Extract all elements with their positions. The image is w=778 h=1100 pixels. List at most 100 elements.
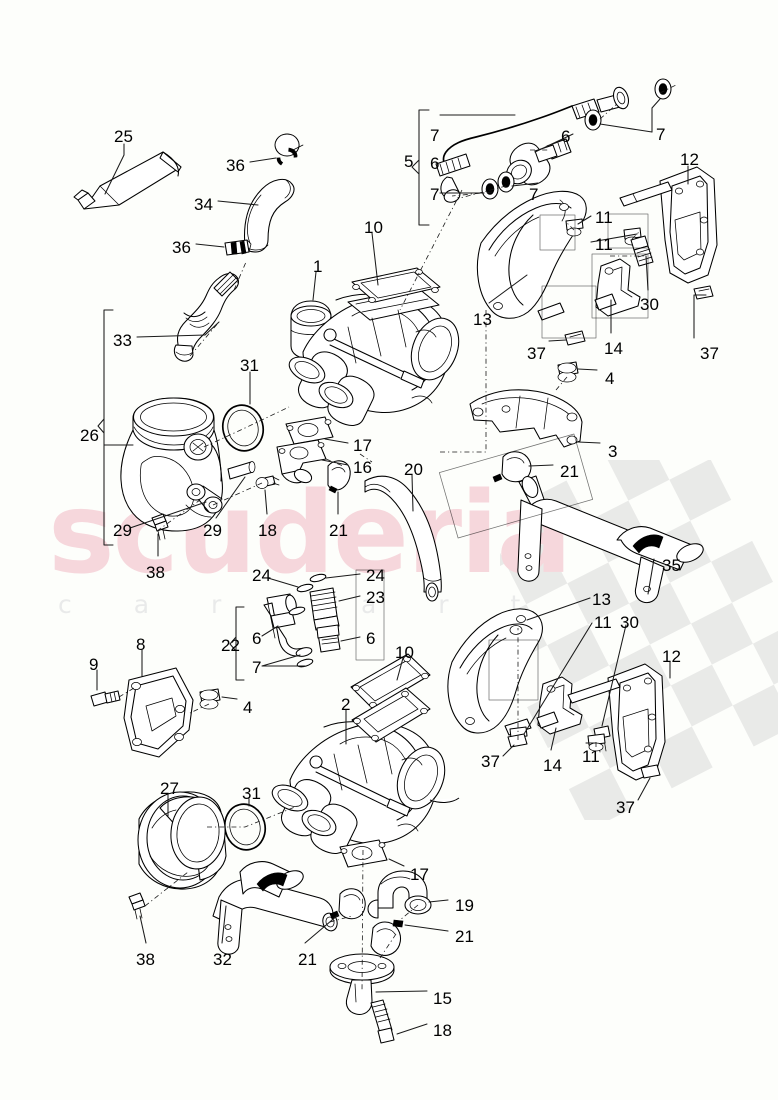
callout-6-d: 6	[366, 629, 376, 648]
callout-27: 27	[160, 779, 179, 798]
part-21-clamp-b	[492, 451, 532, 483]
part-37-cage-nut-d	[640, 764, 661, 779]
part-4-nut-lower	[199, 688, 221, 710]
callout-38-b: 38	[136, 950, 155, 969]
part-26-air-intake-housing	[120, 397, 223, 532]
part-11-nut-a	[565, 218, 584, 237]
callout-12-a: 12	[680, 150, 699, 169]
assembly-axis-lines	[118, 83, 679, 993]
callout-2: 2	[341, 695, 351, 714]
callout-11-c: 11	[594, 613, 612, 632]
part-4-nut-upper	[557, 361, 579, 383]
part-13-heat-shield-lower	[447, 608, 543, 736]
callout-10-a: 10	[364, 218, 383, 237]
callout-37-a: 37	[527, 344, 546, 363]
part-21-clamp-a	[327, 460, 351, 494]
part-2-turbocharger-lower	[271, 687, 460, 854]
part-12-bracket-upper	[619, 166, 718, 284]
callout-4-a: 4	[605, 369, 615, 388]
part-7-seal-ring-c	[288, 606, 314, 668]
callout-38-a: 38	[146, 563, 165, 582]
part-24-sealing-washer-b	[309, 573, 327, 583]
group-frames	[355, 213, 649, 701]
callout-9: 9	[89, 655, 99, 674]
callout-33: 33	[113, 331, 132, 350]
callout-6-c: 6	[252, 629, 262, 648]
callout-7-c: 7	[252, 658, 262, 677]
part-33-vacuum-hose	[173, 271, 239, 362]
callout-8: 8	[136, 635, 146, 654]
part-14-bracket-lower	[536, 676, 583, 735]
callout-7-a: 7	[430, 126, 440, 145]
callout-14-a: 14	[604, 339, 623, 358]
callout-19: 19	[455, 896, 474, 915]
part-15-oil-return-flange	[329, 953, 395, 1015]
part-19-coolant-elbow	[367, 870, 432, 919]
callout-3: 3	[608, 442, 618, 461]
callout-16: 16	[353, 458, 372, 477]
callout-31-b: 31	[242, 784, 261, 803]
callout-7-b: 7	[430, 185, 440, 204]
callout-1: 1	[313, 257, 323, 276]
part-20-coolant-hose	[364, 475, 442, 602]
callout-21-c: 21	[298, 950, 317, 969]
callout-17-a: 17	[353, 436, 372, 455]
part-34-rubber-hose	[244, 178, 295, 253]
callout-32: 32	[213, 950, 232, 969]
callout-10-b: 10	[395, 643, 414, 662]
part-10-gasket-lower	[350, 653, 431, 710]
part-10-gasket-upper	[351, 267, 441, 303]
callout-18-a: 18	[258, 521, 277, 540]
callout-21-a: 21	[329, 521, 348, 540]
callout-34: 34	[194, 195, 213, 214]
part-18-bolt-lower	[370, 999, 395, 1044]
part-6-banjo-bolt-d	[316, 624, 341, 653]
callout-15: 15	[433, 989, 452, 1008]
part-17-gasket-lower	[339, 839, 388, 868]
callout-29-b: 29	[203, 521, 222, 540]
callout-36-upper: 36	[226, 156, 245, 175]
part-27-air-guide-duct	[137, 791, 227, 890]
part-17-gasket-upper	[285, 416, 334, 445]
callout-37-d: 37	[616, 798, 635, 817]
part-9-bolt	[90, 690, 121, 707]
part-18-bolt-upper	[255, 475, 280, 489]
part-37-cage-nut-c	[507, 733, 528, 748]
part-36-hose-clip-lower	[224, 239, 252, 256]
part-24-sealing-washer-a	[296, 583, 314, 593]
part-23-restrictor-fitting	[309, 587, 340, 631]
callout-35: 35	[662, 556, 681, 575]
callout-31-a: 31	[240, 356, 259, 375]
part-38-bolt-lower	[128, 892, 146, 920]
leader-lines	[96, 98, 707, 1035]
part-1-turbocharger-upper	[288, 287, 460, 426]
part-21-clamp-d	[370, 919, 404, 956]
callout-21-d: 21	[455, 927, 474, 946]
callout-30-b: 30	[620, 613, 639, 632]
callout-14-b: 14	[543, 756, 562, 775]
part-7-seal-rings-top	[481, 78, 672, 200]
part-16-oil-return-pipe	[276, 439, 327, 484]
callout-20: 20	[404, 460, 423, 479]
part-35-coolant-crossover-pipe	[517, 475, 704, 604]
callout-37-c: 37	[481, 752, 500, 771]
callout-18-b: 18	[433, 1021, 452, 1040]
part-29-locating-pin-a	[227, 461, 256, 480]
callout-25: 25	[114, 127, 133, 146]
callout-36-lower: 36	[172, 238, 191, 257]
part-22-coolant-line	[263, 593, 313, 657]
part-30-bolt-upper	[630, 235, 654, 267]
callout-11-b: 11	[595, 235, 613, 254]
callout-11-a: 11	[595, 208, 613, 227]
part-21-clamp-c	[329, 888, 366, 920]
callout-21-b: 21	[560, 462, 579, 481]
callout-24-a: 24	[252, 566, 271, 585]
callout-30-a: 30	[640, 295, 659, 314]
callout-4-b: 4	[243, 698, 253, 717]
callout-17-b: 17	[410, 865, 429, 884]
part-36-hose-clip-upper	[274, 133, 304, 166]
part-14-bracket-upper	[594, 258, 641, 317]
callout-12-b: 12	[662, 647, 681, 666]
